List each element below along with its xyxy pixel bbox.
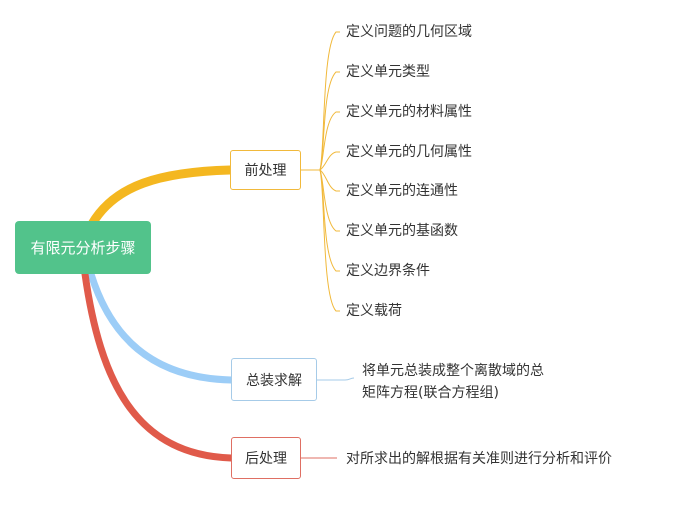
pre-leaf-item[interactable]: 定义边界条件 xyxy=(346,263,430,279)
assembly-leaf-line: 将单元总装成整个离散域的总 xyxy=(362,363,544,379)
post-leaf-item[interactable]: 对所求出的解根据有关准则进行分析和评价 xyxy=(346,451,612,467)
branch-node-preprocessing[interactable]: 前处理 xyxy=(230,150,301,190)
assembly-leaf-connector xyxy=(317,377,355,381)
branch-label-postprocessing: 后处理 xyxy=(245,451,287,467)
pre-leaf-connectors xyxy=(301,31,340,312)
branch-label-assembly-solve: 总装求解 xyxy=(246,372,302,389)
branch-label-preprocessing: 前处理 xyxy=(244,163,287,179)
post-branch-connector xyxy=(81,270,235,462)
root-node[interactable]: 有限元分析步骤 xyxy=(15,221,151,274)
assembly-leaf-line: 矩阵方程(联合方程组) xyxy=(362,385,499,401)
branch-node-assembly-solve[interactable]: 总装求解 xyxy=(231,358,317,401)
pre-leaf-item[interactable]: 定义载荷 xyxy=(346,303,402,319)
pre-leaf-item[interactable]: 定义单元的连通性 xyxy=(346,183,458,199)
pre-leaf-item[interactable]: 定义单元的材料属性 xyxy=(346,104,472,120)
pre-leaf-item[interactable]: 定义单元的几何属性 xyxy=(346,144,472,160)
branch-node-postprocessing[interactable]: 后处理 xyxy=(231,437,301,479)
root-label: 有限元分析步骤 xyxy=(30,239,136,257)
assembly-leaf-item[interactable]: 将单元总装成整个离散域的总 矩阵方程(联合方程组) xyxy=(362,360,544,404)
pre-leaf-item[interactable]: 定义问题的几何区域 xyxy=(346,24,472,40)
assembly-branch-connector xyxy=(87,270,235,384)
pre-leaf-item[interactable]: 定义单元的基函数 xyxy=(346,223,458,239)
pre-leaf-item[interactable]: 定义单元类型 xyxy=(346,64,430,80)
pre-branch-connector xyxy=(87,165,235,229)
